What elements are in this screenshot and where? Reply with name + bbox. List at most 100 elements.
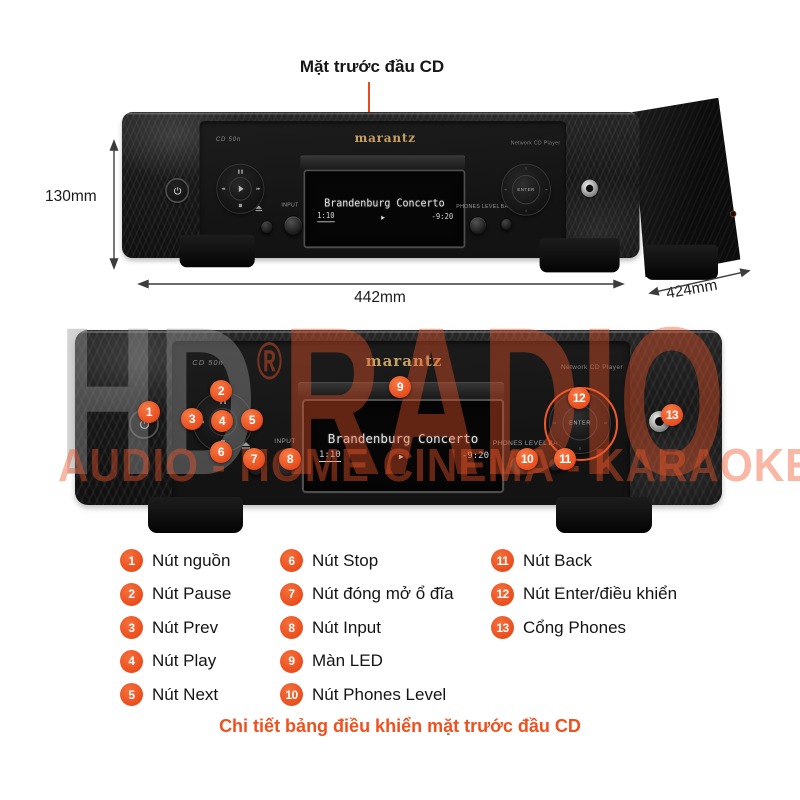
eject-icon — [242, 442, 250, 449]
legend-badge: 6 — [280, 549, 303, 572]
callout-badge-9: 9 — [389, 376, 411, 398]
foot — [645, 244, 718, 280]
legend-badge: 10 — [280, 683, 303, 706]
product-type-label: Network CD Player — [510, 140, 561, 147]
legend-item: 1 Nút nguồn — [120, 549, 231, 572]
product-type-label: Network CD Player — [560, 364, 624, 371]
legend-label: Nút Back — [523, 550, 592, 570]
play-status-icon: ▶ — [381, 213, 385, 221]
legend-label: Nút Enter/điều khiển — [523, 584, 678, 603]
callout-badge-12: 12 — [568, 387, 590, 409]
legend-badge: 4 — [120, 649, 143, 673]
led-display: Brandenburg Concerto 1:10 ▶ -9:20 — [303, 169, 466, 249]
display-track-title: Brandenburg Concerto — [327, 431, 479, 446]
legend-label: Màn LED — [312, 651, 383, 670]
play-icon — [238, 185, 244, 193]
legend-badge: 3 — [120, 616, 143, 639]
legend-item: 9 Màn LED — [280, 649, 454, 673]
display-remaining-time: -9:20 — [461, 451, 489, 461]
front-panel-callout-label: Mặt trước đầu CD — [299, 57, 445, 76]
prev-icon: ◂◂ — [221, 186, 225, 192]
legend-label: Nút đóng mở ổ đĩa — [312, 584, 454, 603]
legend-label: Nút nguồn — [152, 550, 231, 570]
brand-logo: marantz — [354, 130, 416, 146]
legend-label: Nút Play — [152, 651, 217, 670]
phones-level-label: PHONES LEVEL — [492, 440, 548, 447]
callout-badge-8: 8 — [279, 448, 301, 470]
legend-item: 7 Nút đóng mở ổ đĩa — [280, 582, 454, 606]
callout-badge-11: 11 — [554, 448, 576, 470]
foot — [539, 238, 620, 273]
callout-badge-2: 2 — [210, 380, 232, 402]
phones-level-label: PHONES LEVEL — [456, 203, 500, 210]
eject-button — [260, 220, 274, 234]
transport-dpad: ◂◂ ▸▸ — [216, 163, 265, 214]
display-remaining-time: -9:20 — [431, 213, 454, 222]
next-icon: ▸▸ — [256, 186, 260, 192]
callout-badge-6: 6 — [210, 441, 232, 463]
brand-logo: marantz — [365, 352, 443, 370]
screw-icon — [730, 210, 737, 218]
legend-item: 11 Nút Back — [491, 549, 677, 572]
legend-badge: 5 — [120, 683, 143, 706]
legend-badge: 7 — [280, 582, 303, 606]
enter-button: ENTER — [512, 175, 540, 205]
legend-badge: 9 — [280, 649, 303, 673]
legend-label: Nút Input — [312, 617, 381, 637]
play-status-icon: ▶ — [398, 451, 404, 461]
legend-column-2: 6 Nút Stop 7 Nút đóng mở ổ đĩa 8 Nút Inp… — [280, 549, 454, 706]
legend-item: 2 Nút Pause — [120, 582, 232, 606]
enter-label: ENTER — [517, 187, 535, 193]
legend-item: 8 Nút Input — [280, 616, 454, 639]
player-chassis: CD 50n marantz Network CD Player Branden… — [122, 112, 640, 259]
display-track-title: Brandenburg Concerto — [324, 196, 445, 209]
legend-label: Cổng Phones — [523, 617, 627, 637]
legend-badge: 1 — [120, 549, 143, 572]
bottom-caption: Chi tiết bảng điều khiển mặt trước đầu C… — [219, 716, 581, 736]
legend-badge: 11 — [491, 549, 514, 572]
foot — [148, 497, 243, 533]
legend-item: 6 Nút Stop — [280, 549, 454, 572]
legend-badge: 8 — [280, 616, 303, 639]
display-time-row: 1:10 ▶ -9:20 — [319, 450, 489, 462]
power-icon — [173, 186, 181, 195]
legend-badge: 12 — [491, 582, 514, 606]
phones-jack — [581, 179, 598, 198]
leader-line — [368, 82, 370, 127]
callout-badge-3: 3 — [181, 408, 203, 430]
player-chassis: CD 50n marantz Network CD Player Branden… — [75, 330, 722, 505]
input-knob — [283, 215, 303, 236]
led-display: Brandenburg Concerto 1:10 ▶ -9:20 — [302, 399, 504, 493]
callout-badge-13: 13 — [661, 404, 683, 426]
height-dimension-label: 130mm — [45, 188, 97, 205]
callout-badge-1: 1 — [138, 401, 160, 423]
legend-column-1: 1 Nút nguồn 2 Nút Pause 3 Nút Prev 4 Nút… — [120, 549, 231, 706]
legend-item: 5 Nút Next — [120, 683, 231, 706]
callout-badge-4: 4 — [211, 410, 233, 432]
legend-item: 12 Nút Enter/điều khiển — [491, 582, 678, 606]
legend-item: 10 Nút Phones Level — [280, 683, 454, 706]
callout-badge-7: 7 — [243, 448, 265, 470]
callout-badge-5: 5 — [241, 409, 263, 431]
model-logo: CD 50n — [215, 135, 241, 143]
power-button — [165, 177, 190, 204]
display-elapsed-time: 1:10 — [317, 212, 335, 223]
enter-label: ENTER — [569, 420, 591, 426]
legend-badge: 2 — [120, 582, 143, 606]
enter-button: ENTER — [562, 405, 598, 441]
legend-label: Nút Phones Level — [312, 684, 447, 704]
back-button — [500, 218, 513, 231]
stop-icon — [238, 203, 242, 208]
callout-badge-10: 10 — [516, 448, 538, 470]
play-button — [229, 177, 252, 201]
legend-item: 4 Nút Play — [120, 649, 231, 673]
cd-tray — [300, 155, 466, 170]
legend-item: 13 Cổng Phones — [491, 616, 677, 639]
legend-column-3: 11 Nút Back 12 Nút Enter/điều khiển 13 C… — [491, 549, 677, 639]
legend-label: Nút Stop — [312, 550, 379, 570]
legend-label: Nút Pause — [152, 584, 232, 603]
input-label: INPUT — [281, 202, 299, 209]
display-time-row: 1:10 ▶ -9:20 — [317, 212, 454, 223]
eject-icon — [255, 205, 262, 212]
legend-label: Nút Next — [152, 684, 219, 704]
